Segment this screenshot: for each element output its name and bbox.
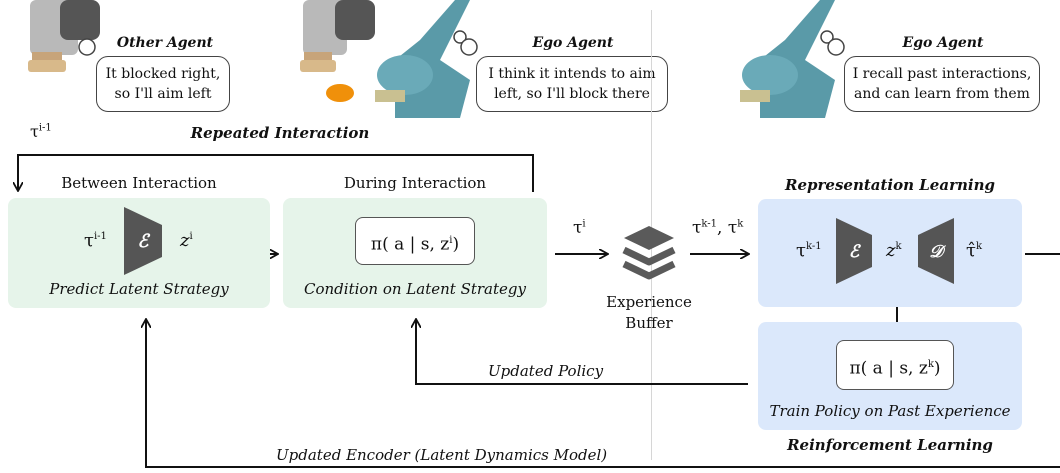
ego-agent-bubble-2: I recall past interactions, and can lear…	[844, 56, 1040, 112]
ego-robot-arm-2-icon	[740, 0, 835, 118]
predict-latent-label: Predict Latent Strategy	[49, 280, 229, 298]
tau-hat-label: τ̂k	[966, 240, 983, 261]
ego-robot-arm-icon	[375, 0, 470, 118]
decoder-block: 𝒟	[918, 218, 954, 284]
robot-illustrations	[28, 0, 845, 118]
between-interaction-title: Between Interaction	[61, 174, 217, 192]
repeated-interaction-label: Repeated Interaction	[190, 124, 370, 142]
between-z-label: zi	[180, 230, 193, 251]
updated-policy-arrow	[416, 320, 748, 385]
thought-dot-icon	[78, 38, 96, 56]
ego-agent-bubble-1: I think it intends to aim left, so I'll …	[476, 56, 668, 112]
train-policy-label: Train Policy on Past Experience	[769, 402, 1011, 420]
updated-encoder-label: Updated Encoder (Latent Dynamics Model)	[276, 446, 608, 464]
other-agent-title: Other Agent	[116, 35, 214, 51]
decoder-symbol: 𝒟	[929, 242, 946, 262]
ego-agent-title-1: Ego Agent	[532, 35, 614, 51]
reinforcement-learning-title: Reinforcement Learning	[787, 436, 993, 454]
ego-side-robot-arm-icon	[300, 0, 375, 72]
rep-tau-prev-label: τk-1	[796, 240, 822, 261]
tau-prev-label: τi-1	[30, 122, 52, 141]
between-tau-label: τi-1	[84, 230, 107, 251]
tau-i-label: τi	[573, 218, 586, 238]
other-agent-bubble: It blocked right, so I'll aim left	[96, 56, 230, 112]
during-interaction-title: During Interaction	[343, 174, 487, 192]
repeated-interaction-arrow	[18, 154, 534, 192]
representation-learning-title: Representation Learning	[785, 176, 995, 194]
experience-buffer-label: Experience Buffer	[606, 293, 692, 332]
ego-agent-title-2: Ego Agent	[902, 35, 984, 51]
rep-encoder-symbol: ℰ	[849, 242, 862, 262]
representation-learning-panel	[758, 199, 1022, 307]
updated-policy-label: Updated Policy	[488, 362, 604, 380]
other-robot-arm-icon	[28, 0, 100, 72]
updated-encoder-arrow	[146, 320, 1060, 468]
encoder-block: ℰ	[124, 207, 162, 275]
condition-latent-label: Condition on Latent Strategy	[304, 280, 526, 298]
puck-icon	[326, 84, 354, 102]
policy-i-box: π( a | s, zi)	[355, 217, 475, 265]
rep-z-label: zk	[886, 240, 902, 261]
encoder-symbol: ℰ	[138, 231, 151, 252]
representation-encoder-block: ℰ	[836, 218, 872, 284]
experience-buffer-stack-icon	[622, 226, 676, 280]
tau-k-pair-label: τk-1, τk	[692, 218, 744, 238]
policy-k-box: π( a | s, zk)	[836, 340, 954, 390]
